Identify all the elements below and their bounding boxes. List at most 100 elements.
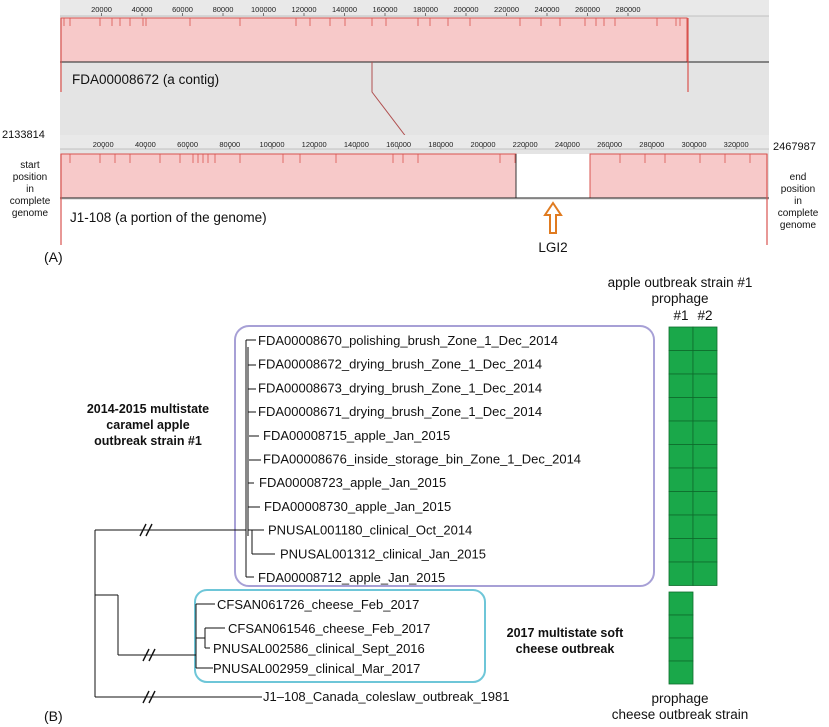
ruler-tick-label: 180000	[428, 140, 453, 149]
ruler-tick-label: 260000	[575, 5, 600, 14]
apple-outbreak-clade-box	[234, 325, 655, 587]
contig-alignment-block	[60, 17, 688, 63]
panel-b-label: (B)	[44, 708, 63, 724]
prophage-col1-header: #1	[673, 308, 688, 323]
lgi2-up-arrow-icon	[543, 201, 563, 234]
ruler-tick-label: 60000	[177, 140, 198, 149]
ruler-tick-label: 140000	[332, 5, 357, 14]
apple-leaf-label: FDA00008730_apple_Jan_2015	[264, 499, 451, 514]
ruler-tick-label: 240000	[555, 140, 580, 149]
end-position-label-line5: genome	[780, 220, 817, 231]
apple-clade-label-line2: caramel apple	[106, 418, 189, 432]
start-position-label-line1: start	[20, 160, 40, 171]
ruler-tick-label: 20000	[91, 5, 112, 14]
prophage-cell-apple	[692, 444, 718, 469]
panel-a-label: (A)	[44, 249, 63, 265]
prophage-cell-apple	[668, 397, 694, 422]
end-position-value: 2467987	[773, 141, 816, 153]
prophage-cell-apple	[668, 538, 694, 563]
bottom-ruler	[60, 135, 769, 149]
start-position-label-line3: in	[26, 184, 34, 195]
prophage-cell-apple	[668, 420, 694, 445]
end-position-label-line2: position	[781, 184, 815, 195]
cheese-outbreak-clade-box	[194, 589, 486, 683]
genome-alignment-block-right	[589, 153, 768, 199]
cheese-leaf-label: CFSAN061726_cheese_Feb_2017	[217, 597, 419, 612]
prophage-header-line1: apple outbreak strain #1	[608, 275, 753, 290]
start-position-label-line4: complete	[10, 196, 51, 207]
ruler-tick-label: 200000	[470, 140, 495, 149]
prophage-cell-cheese	[668, 614, 694, 639]
apple-leaf-label: FDA00008673_drying_brush_Zone_1_Dec_2014	[258, 380, 542, 395]
outgroup-leaf-label: J1–108_Canada_coleslaw_outbreak_1981	[263, 689, 509, 704]
start-position-label-line5: genome	[12, 208, 49, 219]
cheese-leaf-label: PNUSAL002586_clinical_Sept_2016	[213, 641, 425, 656]
ruler-tick-label: 200000	[453, 5, 478, 14]
lgi2-gap-region	[516, 154, 590, 198]
contig-block-marks	[63, 18, 681, 26]
ruler-tick-label: 220000	[513, 140, 538, 149]
cheese-leaf-labels: CFSAN061726_cheese_Feb_2017CFSAN061546_c…	[213, 597, 430, 676]
prophage-cell-apple	[692, 397, 718, 422]
ruler-tick-label: 220000	[494, 5, 519, 14]
apple-leaf-label: FDA00008723_apple_Jan_2015	[259, 475, 446, 490]
cheese-clade-label-line1: 2017 multistate soft	[507, 626, 625, 640]
apple-clade-label-line3: outbreak strain #1	[94, 434, 202, 448]
ruler-tick-label: 260000	[597, 140, 622, 149]
prophage-footer-line1: prophage	[651, 691, 708, 706]
ruler-tick-label: 120000	[291, 5, 316, 14]
prophage-cell-apple	[692, 326, 718, 351]
prophage-footer-line2: cheese outbreak strain	[612, 707, 749, 722]
prophage-cell-apple	[668, 373, 694, 398]
genome-block-marks	[69, 154, 751, 163]
cheese-leaf-label: CFSAN061546_cheese_Feb_2017	[228, 621, 430, 636]
branch-break-markers	[139, 523, 156, 704]
prophage-cell-apple	[668, 467, 694, 492]
end-position-label-line1: end	[790, 172, 807, 183]
apple-leaf-label: FDA00008672_drying_brush_Zone_1_Dec_2014	[258, 357, 542, 372]
lgi2-label: LGI2	[538, 240, 567, 255]
ruler-tick-label: 160000	[372, 5, 397, 14]
ruler-tick-label: 80000	[213, 5, 234, 14]
ruler-tick-label: 180000	[413, 5, 438, 14]
prophage-cell-apple	[692, 491, 718, 516]
prophage-cell-apple	[668, 350, 694, 375]
alignment-connector-line	[371, 62, 411, 143]
cheese-clade-label-line2: cheese outbreak	[516, 642, 615, 656]
ruler-tick-label: 100000	[259, 140, 284, 149]
prophage-cell-cheese	[668, 637, 694, 662]
ruler-tick-label: 300000	[681, 140, 706, 149]
apple-leaf-label: FDA00008715_apple_Jan_2015	[263, 428, 450, 443]
ruler-tick-label: 40000	[135, 140, 156, 149]
apple-leaf-label: FDA00008712_apple_Jan_2015	[258, 570, 445, 585]
ruler-tick-label: 320000	[724, 140, 749, 149]
genome-label: J1-108 (a portion of the genome)	[70, 210, 267, 225]
apple-leaf-label: FDA00008670_polishing_brush_Zone_1_Dec_2…	[258, 333, 558, 348]
prophage-cell-apple	[668, 444, 694, 469]
ruler-tick-label: 140000	[344, 140, 369, 149]
apple-clade-label-line1: 2014-2015 multistate	[87, 402, 209, 416]
ruler-tick-label: 60000	[172, 5, 193, 14]
prophage-cell-apple	[668, 561, 694, 586]
apple-leaf-label: FDA00008671_drying_brush_Zone_1_Dec_2014	[258, 404, 542, 419]
prophage-col2-header: #2	[697, 308, 712, 323]
ruler-tick-label: 40000	[132, 5, 153, 14]
apple-leaf-labels: FDA00008670_polishing_brush_Zone_1_Dec_2…	[258, 333, 581, 585]
prophage-cell-apple	[692, 467, 718, 492]
top-ruler	[60, 0, 769, 16]
prophage-cell-apple	[692, 373, 718, 398]
apple-leaf-label: PNUSAL001312_clinical_Jan_2015	[280, 546, 486, 561]
prophage-cell-apple	[692, 350, 718, 375]
cheese-leaf-label: PNUSAL002959_clinical_Mar_2017	[213, 661, 420, 676]
prophage-cell-apple	[692, 514, 718, 539]
ruler-tick-label: 280000	[639, 140, 664, 149]
ruler-tick-label: 80000	[219, 140, 240, 149]
prophage-cell-apple	[668, 491, 694, 516]
prophage-cell-cheese	[668, 660, 694, 685]
apple-leaf-label: PNUSAL001180_clinical_Oct_2014	[268, 523, 472, 538]
prophage-cell-apple	[668, 326, 694, 351]
ruler-tick-label: 160000	[386, 140, 411, 149]
